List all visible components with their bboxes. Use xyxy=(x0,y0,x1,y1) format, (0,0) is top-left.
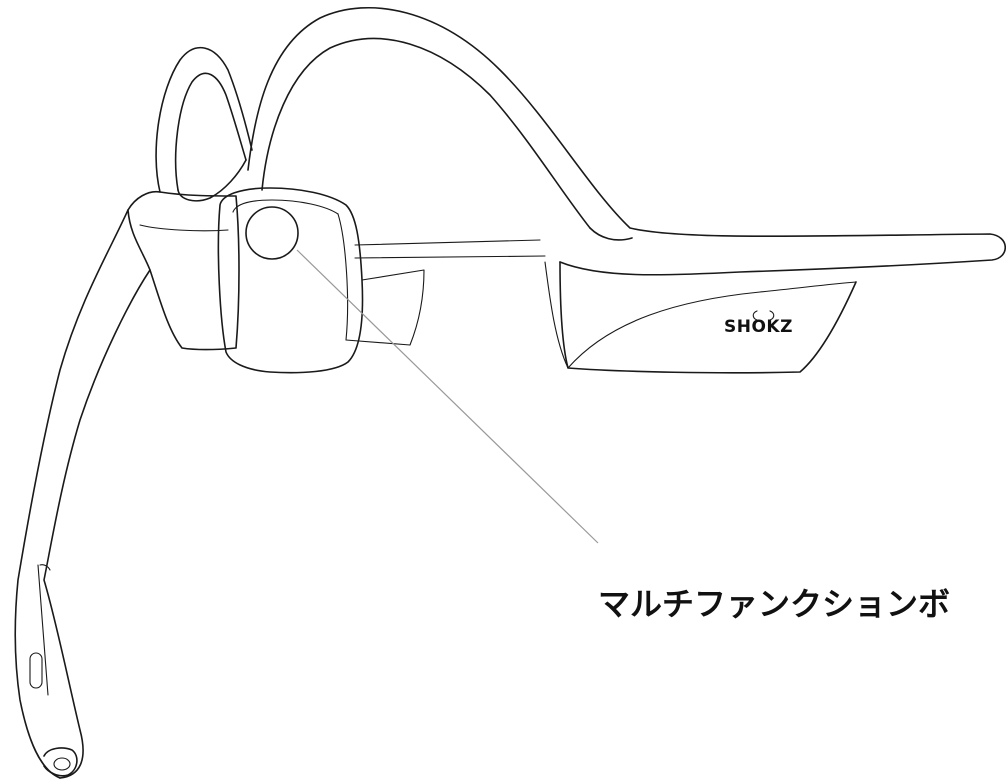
callout-leader-line xyxy=(296,249,599,544)
shokz-sound-wave-o-icon xyxy=(752,310,775,321)
brand-logo-text: SHOKZ xyxy=(724,317,793,337)
brand-logo: SHOKZ xyxy=(724,310,793,337)
front-ear-hook xyxy=(155,46,253,202)
multifunction-button-icon xyxy=(245,206,299,260)
boom-microphone xyxy=(14,209,151,779)
callout-label: マルチファンクションボ xyxy=(598,585,951,623)
rear-battery-housing xyxy=(544,261,857,374)
neckband xyxy=(247,7,1006,276)
main-transducer-pod xyxy=(217,187,425,374)
